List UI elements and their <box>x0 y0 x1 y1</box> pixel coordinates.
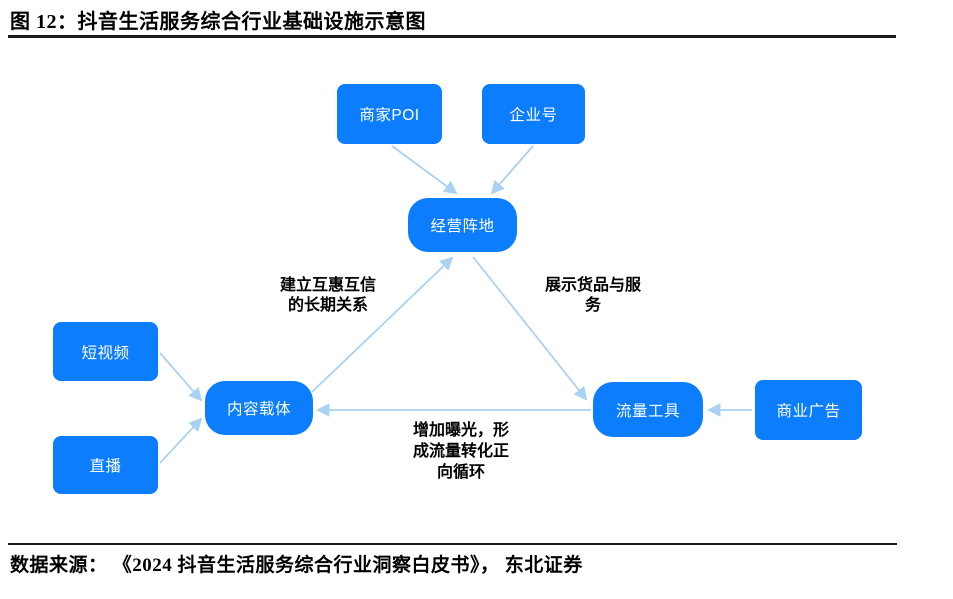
node-operating-base: 经营阵地 <box>408 198 517 252</box>
arrow-short-video-to-content-carrier <box>159 352 203 402</box>
node-short-video: 短视频 <box>53 322 158 381</box>
annotation-show-goods-services: 展示货品与服 务 <box>544 277 641 314</box>
figure-title: 图 12：抖音生活服务综合行业基础设施示意图 <box>10 11 426 33</box>
node-commercial-ads: 商业广告 <box>755 380 862 440</box>
title-divider <box>8 35 896 38</box>
arrow-content-carrier-to-operating-base <box>311 256 454 393</box>
data-source-text: 数据来源： 《2024 抖音生活服务综合行业洞察白皮书》， 东北证券 <box>10 555 583 576</box>
source-divider <box>8 543 897 545</box>
node-content-carrier: 内容载体 <box>205 381 313 435</box>
node-live-stream: 直播 <box>53 436 158 494</box>
arrow-merchant-poi-to-operating-base <box>391 145 458 195</box>
node-merchant-poi: 商家POI <box>337 84 442 144</box>
node-traffic-tools: 流量工具 <box>593 382 703 437</box>
arrow-live-stream-to-content-carrier <box>159 417 203 464</box>
arrow-operating-base-to-traffic-tools <box>472 256 588 401</box>
annotation-exposure-cycle: 增加曝光，形 成流量转化正 向循环 <box>412 422 509 481</box>
node-enterprise-account: 企业号 <box>482 84 585 144</box>
annotation-trust-relationship: 建立互惠互信 的长期关系 <box>279 277 376 314</box>
arrow-enterprise-account-to-operating-base <box>490 145 534 195</box>
